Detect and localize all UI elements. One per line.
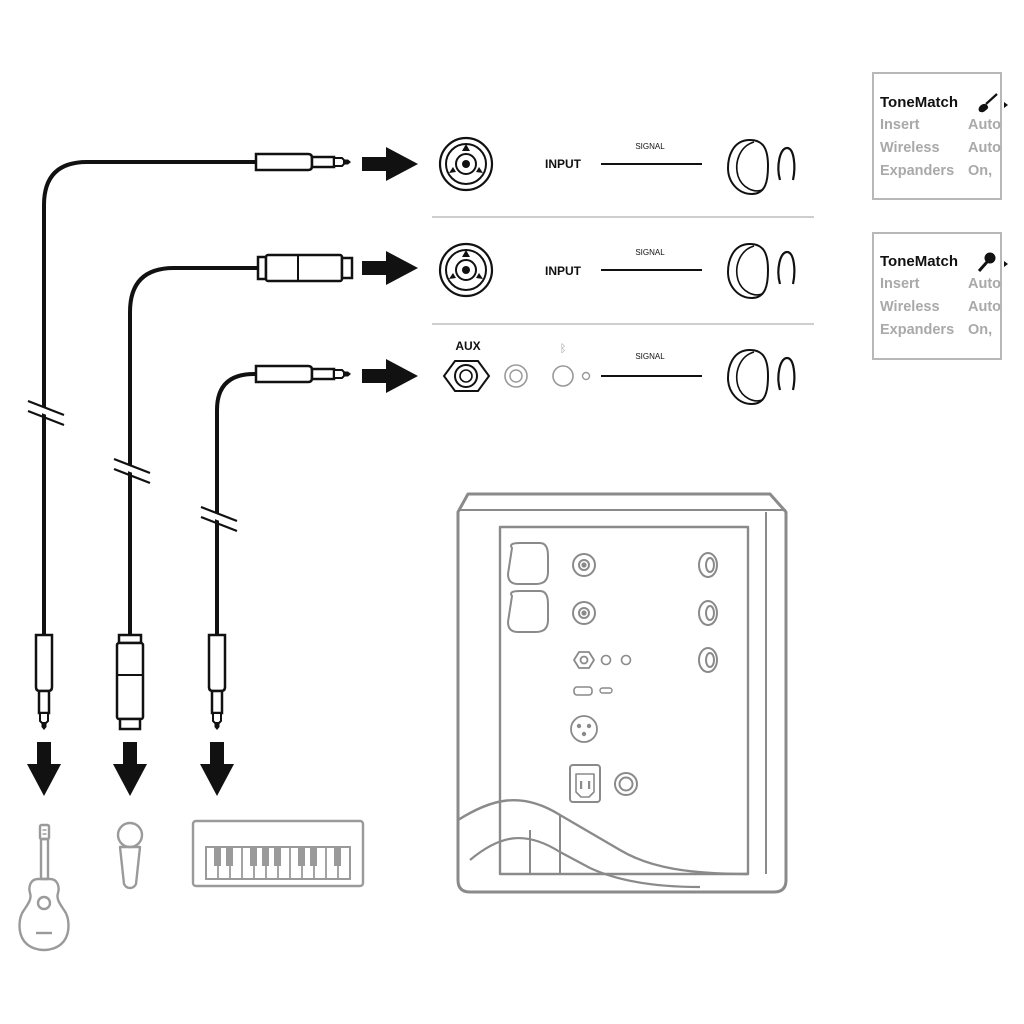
speaker-handle-2 bbox=[507, 590, 549, 633]
combo-jack-icon bbox=[438, 242, 494, 298]
keyboard-cable bbox=[215, 372, 256, 635]
speaker-usb-port bbox=[573, 686, 593, 696]
tonematch-panel-microphone: ToneMatch Insert Auto Wireless Auto Expa… bbox=[872, 232, 1008, 360]
guitar-cable-top-plug bbox=[254, 152, 353, 172]
microphone-icon bbox=[116, 821, 144, 890]
arrow-right-3 bbox=[362, 359, 418, 393]
arrow-down-guitar bbox=[27, 742, 61, 796]
channel-1-input-label: INPUT bbox=[545, 157, 582, 171]
tonematch-wireless-value: Auto bbox=[968, 299, 1002, 315]
speaker-knob-3 bbox=[698, 647, 718, 673]
speaker-led-strip bbox=[599, 687, 613, 694]
aux-label: AUX bbox=[455, 339, 480, 353]
tonematch-menu-caret[interactable] bbox=[1004, 261, 1008, 267]
bluetooth-button-icon[interactable] bbox=[552, 365, 574, 387]
speaker-illustration bbox=[456, 492, 788, 894]
channel-3-volume-knob-icon[interactable] bbox=[726, 348, 796, 406]
speaker-knob-1 bbox=[698, 552, 718, 578]
microphone-xlr-bottom-plug bbox=[115, 633, 145, 731]
channel-2-signal-label: SIGNAL bbox=[635, 248, 665, 257]
aux-jack-icon bbox=[442, 360, 491, 392]
microphone-cable bbox=[128, 266, 258, 635]
guitar-icon bbox=[978, 93, 998, 113]
guitar-cable-break-mark bbox=[26, 399, 66, 427]
tonematch-insert-value: Auto bbox=[968, 276, 1002, 292]
speaker-power-inlet bbox=[569, 764, 601, 803]
speaker-aux-jack bbox=[573, 651, 595, 669]
keyboard-cable-bottom-plug bbox=[207, 633, 227, 732]
channel-2-volume-knob-icon[interactable] bbox=[726, 242, 796, 300]
bluetooth-led-icon bbox=[581, 371, 591, 381]
tonematch-insert-value: Auto bbox=[968, 117, 1002, 133]
tonematch-panel-guitar: ToneMatch Insert Auto Wireless Auto Expa… bbox=[872, 72, 1008, 200]
speaker-base-curve-1 bbox=[457, 799, 749, 876]
arrow-right-2 bbox=[362, 251, 418, 285]
channel-1-signal-label: SIGNAL bbox=[635, 142, 665, 151]
microphone-icon bbox=[977, 252, 996, 272]
combo-jack-icon bbox=[438, 136, 494, 192]
speaker-base-curve-2 bbox=[469, 836, 701, 889]
speaker-combo-jack-1 bbox=[572, 553, 596, 577]
guitar-cable bbox=[42, 160, 256, 635]
arrow-right-1 bbox=[362, 147, 418, 181]
tonematch-expanders-key: Expanders bbox=[880, 322, 955, 338]
tonematch-menu-caret[interactable] bbox=[1004, 102, 1008, 108]
tonematch-expanders-key: Expanders bbox=[880, 163, 955, 179]
speaker-combo-jack-2 bbox=[572, 601, 596, 625]
speaker-handle-1 bbox=[507, 542, 549, 585]
speaker-small-jack bbox=[600, 654, 612, 666]
bluetooth-icon: ᛒ bbox=[560, 342, 567, 355]
speaker-body bbox=[456, 492, 788, 894]
arrow-down-keyboard bbox=[200, 742, 234, 796]
tonematch-wireless-key: Wireless bbox=[880, 299, 940, 315]
arrow-down-microphone bbox=[113, 742, 147, 796]
channel-3-signal-label: SIGNAL bbox=[635, 352, 665, 361]
channel-2: INPUT SIGNAL bbox=[438, 242, 796, 300]
channel-2-input-label: INPUT bbox=[545, 264, 582, 278]
channel-1-volume-knob-icon[interactable] bbox=[726, 138, 796, 196]
speaker-power-button bbox=[614, 772, 638, 796]
tonematch-insert-key: Insert bbox=[880, 276, 920, 292]
tonematch-wireless-key: Wireless bbox=[880, 140, 940, 156]
keyboard-icon bbox=[191, 819, 365, 888]
speaker-bt-button bbox=[620, 654, 632, 666]
tonematch-title: ToneMatch bbox=[880, 253, 959, 270]
tonematch-wireless-value: Auto bbox=[968, 140, 1002, 156]
tonematch-insert-key: Insert bbox=[880, 117, 920, 133]
keyboard-cable-break-mark bbox=[199, 505, 239, 533]
keyboard-cable-top-plug bbox=[254, 364, 353, 384]
tonematch-expanders-value: On, bbox=[968, 322, 993, 338]
guitar-icon bbox=[18, 823, 70, 952]
aux-secondary-jack-icon bbox=[504, 364, 528, 388]
guitar-cable-bottom-plug bbox=[34, 633, 54, 732]
speaker-rear-panel bbox=[498, 525, 750, 876]
channel-3: AUX ᛒ SIGNAL bbox=[442, 339, 796, 406]
tonematch-title: ToneMatch bbox=[880, 94, 959, 111]
speaker-knob-2 bbox=[698, 600, 718, 626]
microphone-xlr-top-plug bbox=[256, 253, 354, 283]
tonematch-expanders-value: On, bbox=[968, 163, 993, 179]
speaker-xlr-out bbox=[570, 715, 598, 743]
channel-1: INPUT SIGNAL bbox=[438, 136, 796, 196]
microphone-cable-break-mark bbox=[112, 457, 152, 485]
